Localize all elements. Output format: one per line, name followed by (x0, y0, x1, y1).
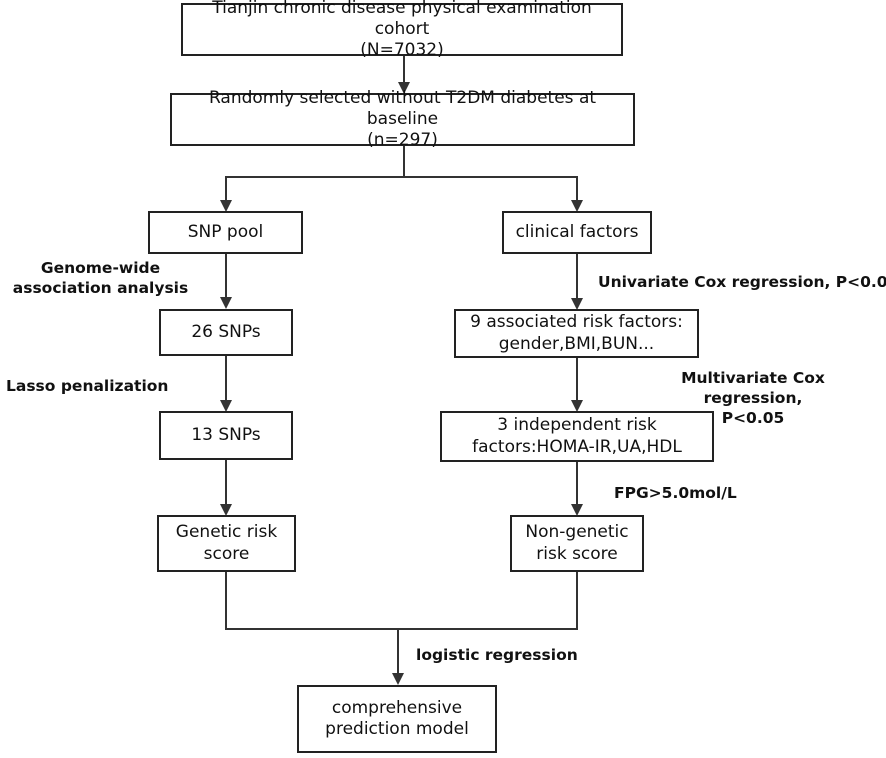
lasso-label: Lasso penalization (6, 377, 169, 395)
non-genetic-risk-score-line1: Non-genetic (525, 522, 629, 543)
risk-factors-9-box: 9 associated risk factors: gender,BMI,BU… (454, 309, 699, 358)
snps-26-box: 26 SNPs (159, 309, 293, 356)
risk-factors-3-line2: factors:HOMA-IR,UA,HDL (472, 436, 682, 457)
cohort-box: Tianjin chronic disease physical examina… (181, 0, 623, 60)
snp-pool-label: SNP pool (187, 221, 264, 242)
selected-line1: Randomly selected without T2DM diabetes … (208, 87, 597, 129)
gwas-label: Genome-wide association analysis (8, 258, 193, 298)
non-genetic-risk-score-line2: risk score (536, 543, 618, 564)
snp-pool-box: SNP pool (148, 211, 303, 254)
cohort-line2: (N=7032) (360, 40, 444, 61)
multivariate-label-line2: P<0.05 (721, 409, 785, 428)
risk-factors-9-line1: 9 associated risk factors: (470, 312, 683, 333)
gwas-label-line2: association analysis (12, 279, 189, 298)
prediction-model-line2: prediction model (325, 719, 469, 739)
snps-13-label: 13 SNPs (191, 424, 261, 445)
genetic-risk-score-line2: score (203, 543, 250, 564)
risk-factors-9-line2: gender,BMI,BUN... (498, 333, 655, 354)
prediction-model-line1: comprehensive (331, 697, 463, 718)
selected-line2: (n=297) (367, 130, 438, 151)
genetic-risk-score-line1: Genetic risk (175, 522, 278, 543)
logistic-regression-label: logistic regression (416, 646, 578, 664)
arrow-merge (225, 572, 578, 630)
clinical-factors-label: clinical factors (515, 221, 639, 242)
selected-box: Randomly selected without T2DM diabetes … (170, 88, 635, 150)
gwas-label-line1: Genome-wide (40, 259, 161, 277)
univariate-label: Univariate Cox regression, P<0.05 (598, 273, 886, 291)
cohort-line1: Tianjin chronic disease physical examina… (212, 0, 592, 39)
clinical-factors-box: clinical factors (502, 211, 652, 254)
snps-13-box: 13 SNPs (159, 411, 293, 460)
multivariate-label-line1: Multivariate Cox regression, (681, 369, 825, 408)
risk-factors-3-line1: 3 independent risk (497, 415, 657, 436)
arrow-selected-split (226, 146, 577, 178)
risk-factors-3-box: 3 independent risk factors:HOMA-IR,UA,HD… (440, 411, 714, 462)
multivariate-label: Multivariate Cox regression, P<0.05 (633, 368, 873, 428)
genetic-risk-score-box: Genetic risk score (157, 515, 296, 572)
snps-26-label: 26 SNPs (191, 321, 261, 342)
fpg-label: FPG>5.0mol/L (614, 484, 737, 502)
prediction-model-box: comprehensive prediction model (297, 685, 497, 753)
non-genetic-risk-score-box: Non-genetic risk score (510, 515, 644, 572)
